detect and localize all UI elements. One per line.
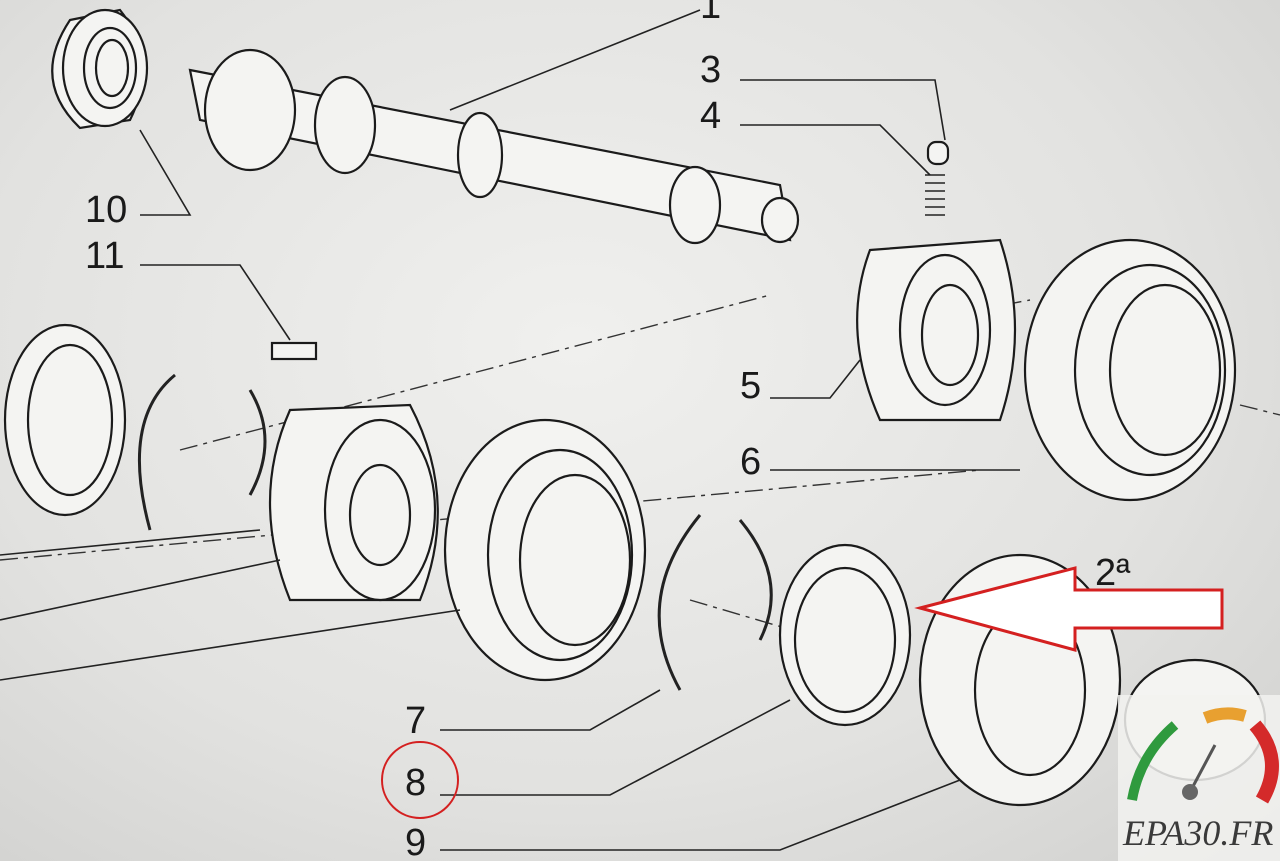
highlight-circle [381,741,459,819]
circlip-part [137,373,267,531]
spring-part [925,174,945,216]
gauge-needle-icon [1182,784,1198,800]
callout-5: 5 [740,365,761,407]
logo-text: EPA30.FR [1122,813,1273,853]
ring-gear-part [443,418,647,682]
gear-label-2nd: 2ª [1095,552,1131,594]
gauge-red-icon [1249,720,1279,804]
callout-10: 10 [85,189,127,231]
callout-9: 9 [405,822,426,861]
circlip-7-part [657,514,773,691]
gauge-green-icon [1127,721,1179,801]
callout-1: 1 [700,0,721,27]
synchro-hub-part [856,238,1017,422]
pin-part [926,140,950,166]
callout-4: 4 [700,95,721,137]
logo: EPA30.FR [1118,695,1280,861]
callout-8: 8 [405,762,426,804]
hub-part [268,403,439,602]
callout-6: 6 [740,441,761,483]
callout-7: 7 [405,700,426,742]
leader-lines [0,9,1020,851]
red-arrow-icon [914,566,1224,652]
gauge-orange-icon [1202,707,1247,724]
callout-11: 11 [85,235,124,277]
key-part [270,341,318,361]
shaft-part [188,48,800,245]
callout-3: 3 [700,49,721,91]
sleeve-gear-part [1023,238,1237,502]
bearing-part [51,8,149,130]
